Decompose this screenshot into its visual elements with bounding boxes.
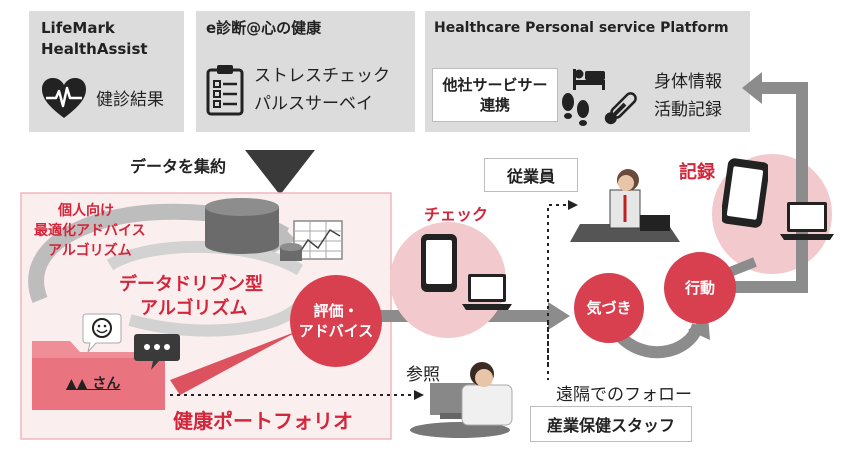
awareness-circle: 気づき bbox=[574, 273, 644, 343]
eshindan-title: e診断@心の健康 bbox=[206, 19, 322, 37]
database-icon bbox=[205, 198, 279, 254]
personal-algo-line2: 最適化アドバイス bbox=[34, 223, 146, 239]
reference-label: 参照 bbox=[406, 365, 440, 385]
action-circle: 行動 bbox=[664, 252, 736, 324]
health-checkup-result-label: 健診結果 bbox=[96, 90, 164, 110]
folder-icon bbox=[32, 341, 165, 410]
advice-wedge bbox=[170, 330, 300, 395]
lifemark-panel bbox=[29, 11, 184, 132]
check-label: チェック bbox=[424, 205, 489, 224]
staff-label: 産業保健スタッフ bbox=[546, 416, 675, 435]
data-driven-line2: アルゴリズム bbox=[140, 298, 248, 319]
pulse-survey-label: パルスサーベイ bbox=[254, 94, 373, 114]
health-portfolio-label: 健康ポートフォリオ bbox=[173, 409, 353, 433]
awareness-label: 気づき bbox=[586, 299, 632, 317]
record-laptop-icon bbox=[780, 200, 834, 242]
action-label: 行動 bbox=[684, 279, 715, 297]
bed-icon bbox=[571, 66, 607, 92]
eval-advice-circle: 評価・ アドバイス bbox=[290, 275, 382, 367]
personal-algo-line1: 個人向け bbox=[58, 203, 114, 219]
table-chart-icon bbox=[280, 220, 343, 261]
aggregate-funnel-arrow bbox=[245, 150, 315, 195]
lifemark-title-line1: LifeMark bbox=[41, 19, 115, 37]
eval-advice-line1: 評価・ bbox=[313, 302, 359, 320]
lifemark-title-line2: HealthAssist bbox=[41, 40, 148, 58]
body-info-label: 身体情報 bbox=[654, 72, 722, 92]
employee-at-desk-icon bbox=[570, 169, 680, 242]
stress-check-label: ストレスチェック bbox=[254, 66, 390, 86]
partner-servicer-box: 他社サービサー 連携 bbox=[432, 68, 558, 122]
thermometer-icon bbox=[599, 88, 641, 130]
employee-label: 従業員 bbox=[506, 167, 555, 186]
check-laptop-icon bbox=[462, 272, 512, 312]
aggregate-label: データを集約 bbox=[130, 157, 227, 176]
clipboard-icon bbox=[206, 64, 244, 116]
dotted-line-employee bbox=[547, 204, 570, 365]
doctor-icon bbox=[410, 362, 513, 438]
remote-follow-label: 遠隔でのフォロー bbox=[556, 385, 692, 405]
check-tablet-icon bbox=[419, 232, 459, 294]
data-driven-line1: データドリブン型 bbox=[119, 274, 263, 295]
smiley-bubble-icon bbox=[82, 312, 122, 354]
folder-name-label: ▲▲ さん bbox=[66, 376, 121, 392]
record-up-arrow bbox=[796, 88, 808, 288]
employee-box: 従業員 bbox=[484, 158, 578, 192]
personal-algo-line3: アルゴリズム bbox=[48, 243, 132, 259]
partner-servicer-line2: 連携 bbox=[479, 96, 510, 114]
staff-box: 産業保健スタッフ bbox=[530, 406, 692, 442]
activity-record-label: 活動記録 bbox=[654, 100, 722, 120]
awareness-action-arrow bbox=[610, 322, 704, 359]
record-label: 記録 bbox=[679, 162, 715, 183]
record-tablet-icon bbox=[720, 158, 770, 228]
footprints-icon bbox=[559, 92, 593, 132]
eval-advice-line2: アドバイス bbox=[298, 322, 374, 340]
chat-bubble-icon bbox=[133, 332, 181, 372]
heart-icon bbox=[40, 76, 88, 120]
hpsp-title: Healthcare Personal service Platform bbox=[434, 20, 729, 36]
partner-servicer-line1: 他社サービサー bbox=[442, 76, 548, 94]
